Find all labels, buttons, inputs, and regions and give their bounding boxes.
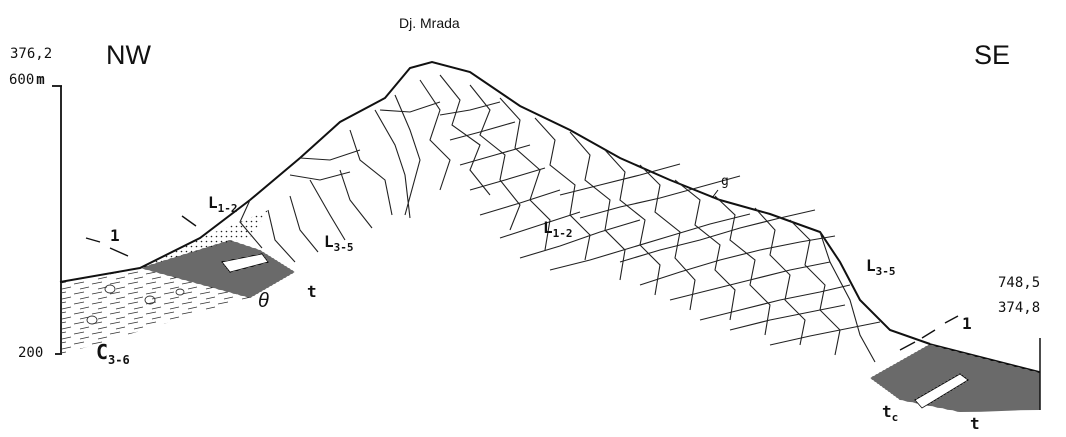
c-formation-label: C3-6 bbox=[96, 340, 130, 367]
place-label: Dj. Mrada bbox=[399, 15, 460, 31]
mountain-profile bbox=[59, 60, 931, 345]
right-upper-coordinate: 748,5 bbox=[998, 275, 1041, 291]
dotted-sandstone-wedge bbox=[140, 210, 268, 268]
g-marker-tick bbox=[711, 189, 719, 199]
fault-right-label: 1 bbox=[962, 314, 972, 333]
theta-label: θ bbox=[258, 290, 269, 312]
elevation-600: 600 bbox=[9, 72, 35, 88]
elevation-unit: m bbox=[36, 72, 45, 88]
left-dark-lens bbox=[140, 240, 295, 298]
limestone-fractures bbox=[239, 74, 881, 363]
theta-pebbles bbox=[86, 284, 185, 325]
direction-nw: NW bbox=[106, 40, 151, 70]
l-right-label: L3-5 bbox=[866, 256, 896, 279]
g-label: g bbox=[721, 174, 729, 189]
tc-label: tc bbox=[882, 402, 899, 425]
t-left-label: t bbox=[307, 282, 317, 301]
l-left-label: L3-5 bbox=[324, 232, 354, 255]
fault-left-label: 1 bbox=[110, 226, 120, 245]
t-right-label: t bbox=[970, 414, 980, 433]
c-formation-body bbox=[60, 268, 250, 355]
l-center-label: L1-2 bbox=[543, 218, 573, 241]
l-top-label: L1-2 bbox=[208, 193, 238, 216]
right-lower-coordinate: 374,8 bbox=[998, 300, 1041, 316]
fault-lines bbox=[85, 215, 959, 351]
left-bottom-elevation: 200 bbox=[18, 345, 44, 361]
left-top-coordinate: 376,2 bbox=[10, 46, 53, 62]
direction-se: SE bbox=[974, 40, 1011, 70]
